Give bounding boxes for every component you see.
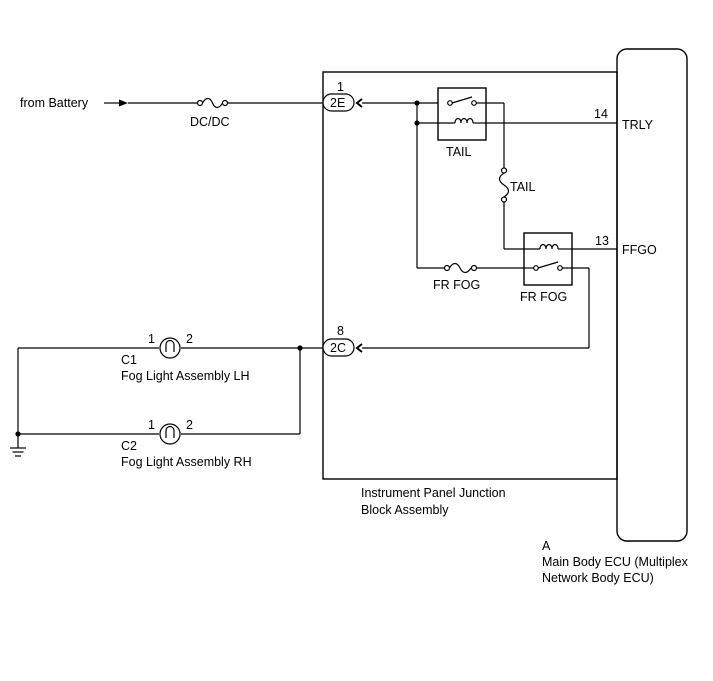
fuse-dcdc-icon: [196, 97, 229, 109]
fuse-tail-label: TAIL: [510, 180, 536, 194]
junction-block-outline: [322, 71, 618, 480]
fuse-tail-icon: [498, 167, 510, 203]
connector-2e: [322, 93, 355, 112]
battery-arrow-icon: [104, 99, 128, 107]
relay-frfog-switch-icon: [524, 261, 572, 271]
relay-tail-label: TAIL: [446, 145, 472, 159]
fog-lamp-rh-icon: [159, 423, 181, 445]
lamp-rh-name: Fog Light Assembly RH: [121, 455, 252, 469]
ecu-outline: [616, 48, 688, 542]
relay-tail-coil-icon: [454, 117, 486, 124]
junction-dot: [15, 431, 21, 437]
fuse-frfog-label: FR FOG: [433, 278, 480, 292]
relay-frfog-coil-icon: [539, 243, 572, 250]
lamp-rh-pin-right: 2: [186, 418, 193, 432]
connector-2c-label: 2C: [330, 341, 346, 355]
fog-lamp-lh-icon: [159, 337, 181, 359]
ecu-label-line2: Network Body ECU): [542, 571, 654, 585]
connector-2e-chevron-icon: [355, 98, 363, 108]
fuse-dcdc-label: DC/DC: [190, 115, 230, 129]
lamp-lh-name: Fog Light Assembly LH: [121, 369, 250, 383]
ground-icon: [10, 447, 26, 457]
junction-block-label-line2: Block Assembly: [361, 503, 449, 517]
lamp-lh-pin-left: 1: [148, 332, 155, 346]
ecu-pin-trly-name: TRLY: [622, 118, 654, 132]
lamp-rh-pin-left: 1: [148, 418, 155, 432]
ecu-code: A: [542, 539, 551, 553]
lamp-lh-code: C1: [121, 353, 137, 367]
relay-tail-box: [437, 87, 487, 141]
junction-block-label-line1: Instrument Panel Junction: [361, 486, 506, 500]
battery-label: from Battery: [20, 96, 89, 110]
relay-tail-switch-icon: [447, 96, 486, 106]
fuse-frfog-icon: [443, 262, 478, 274]
ecu-label-line1: Main Body ECU (Multiplex: [542, 555, 689, 569]
connector-2e-pin: 1: [337, 80, 344, 94]
connector-2e-label: 2E: [330, 96, 345, 110]
connector-2c-chevron-icon: [355, 343, 363, 353]
ecu-pin-ffgo-name: FFGO: [622, 243, 657, 257]
lamp-rh-code: C2: [121, 439, 137, 453]
relay-frfog-box: [523, 232, 573, 286]
connector-2c-pin: 8: [337, 324, 344, 338]
ecu-pin-ffgo-number: 13: [595, 234, 609, 248]
lamp-lh-pin-right: 2: [186, 332, 193, 346]
ecu-pin-trly-number: 14: [594, 107, 608, 121]
relay-frfog-label: FR FOG: [520, 290, 567, 304]
